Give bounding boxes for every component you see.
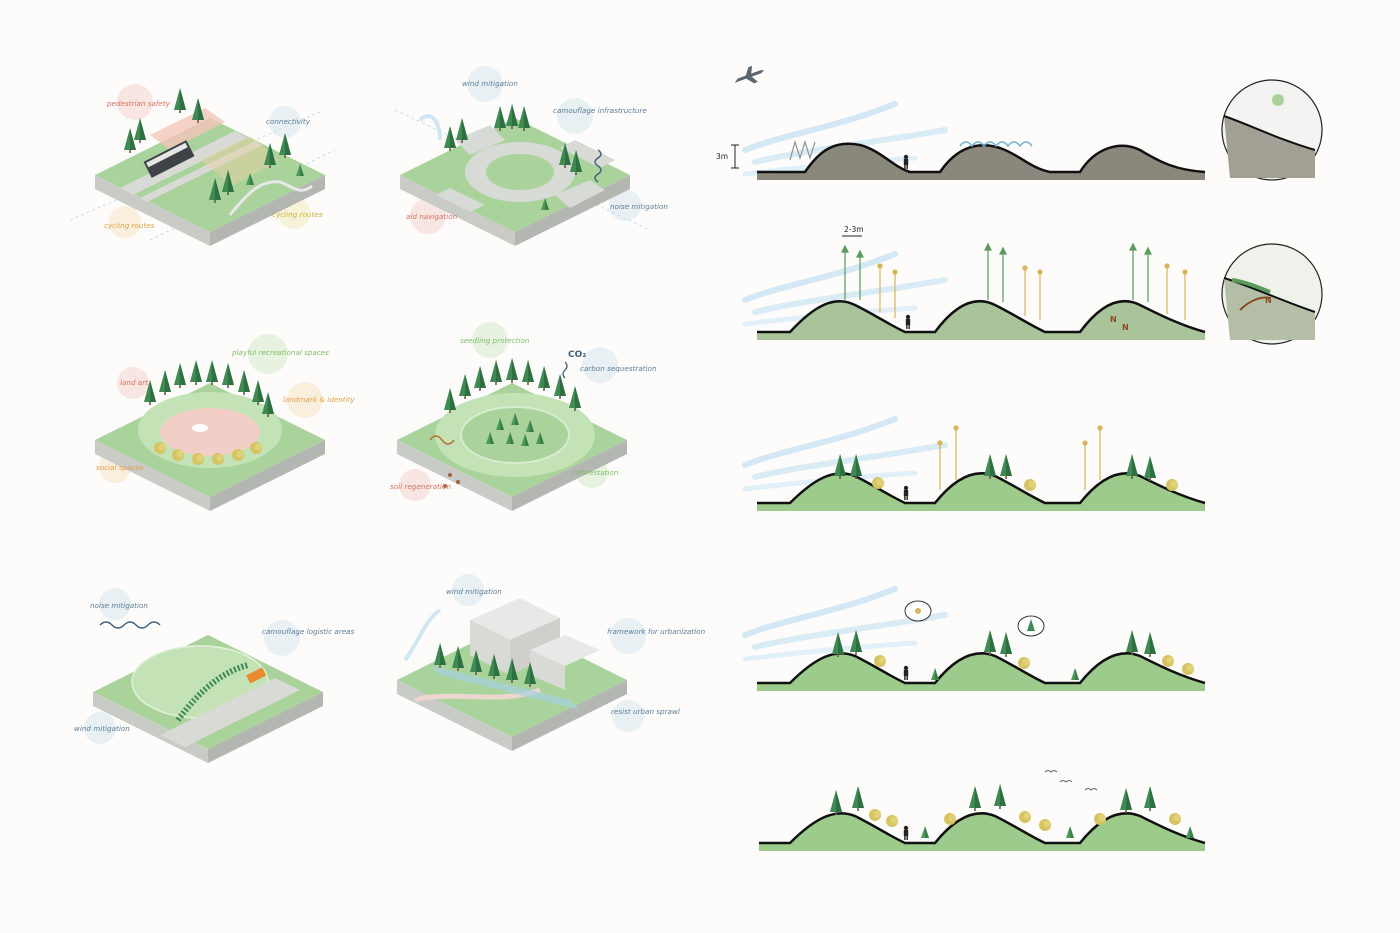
iso-panel-transport: pedestrian safety connectivity cycling r… [69,84,336,246]
label-connectivity: connectivity [266,117,311,126]
nitrogen-label-1: N [1110,315,1117,324]
label-aid-navigation: aid navigation [406,212,458,221]
label-social-spaces: social spaces [96,463,144,472]
label-reforestation: reforestation [572,468,619,477]
label-playful-recreational-spaces: playful recreational spaces [231,348,329,357]
plane-icon [734,65,765,84]
label-wind-mitigation-6: wind mitigation [446,587,502,596]
label-landmark-identity: landmark & identity [283,395,355,404]
detail-circle-1 [1221,79,1323,181]
label-seedling-protection: seedling protection [460,336,530,345]
iso-panel-reforestation: seedling protection CO₂ carbon sequestra… [390,322,657,511]
label-camouflage-infrastructure: camouflage infrastructure [553,106,647,115]
label-noise-mitigation-5: noise mitigation [90,601,148,610]
nitrogen-label-2: N [1122,323,1129,332]
label-framework-for-urbanization: framework for urbanization [607,627,706,636]
section-stage-2: 2-3m N N N [745,225,1323,345]
detail-circle-2: N [1221,243,1323,345]
label-wind-mitigation-2: wind mitigation [462,79,518,88]
section-stage-5 [759,770,1206,851]
section-stage-4 [745,589,1206,691]
label-land-art: land art [120,378,149,387]
label-co2: CO₂ [568,350,586,360]
section-stage-3 [745,419,1206,511]
label-cycling-routes-left: cycling routes [104,221,155,230]
iso-panel-logistics: noise mitigation camouflage logistic are… [74,588,355,763]
label-soil-regeneration: soil regeneration [390,482,451,491]
label-noise-mitigation-2: noise mitigation [610,202,668,211]
label-carbon-sequestration: carbon sequestration [580,364,657,373]
stage1-height-label: 3m [716,152,728,161]
nitrogen-label-detail: N [1265,296,1272,305]
iso-panel-recreation: playful recreational spaces land art lan… [95,334,355,511]
iso-panel-roundabout: wind mitigation camouflage infrastructur… [394,66,668,246]
label-pedestrian-safety: pedestrian safety [106,99,171,108]
label-camouflage-logistic-areas: camouflage logistic areas [262,627,355,636]
label-resist-urban-sprawl: resist urban sprawl [611,707,680,716]
section-stage-1: 3m [716,65,1323,181]
label-cycling-routes-right: cycling routes [272,210,323,219]
iso-panel-urbanization: wind mitigation framework for urbanizati… [397,574,706,751]
stage2-spacing-label: 2-3m [844,225,864,234]
label-wind-mitigation-5: wind mitigation [74,724,130,733]
